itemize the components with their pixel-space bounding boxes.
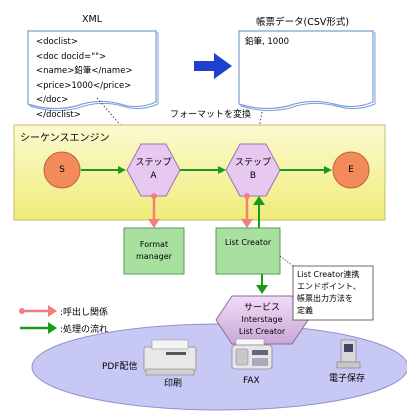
format-manager-label: Format manager bbox=[124, 228, 184, 274]
step-b-line: ステップ bbox=[234, 158, 271, 168]
flow-listcreator-to-service bbox=[256, 274, 268, 294]
step-b-letter: B bbox=[249, 171, 257, 181]
convert-label: フォーマットを変換 bbox=[170, 110, 252, 120]
step-a-label: ステップ A bbox=[127, 148, 180, 192]
legend-flow-label: :処理の流れ bbox=[60, 325, 109, 335]
service-line: Interstage bbox=[241, 315, 283, 324]
xml-line: <doclist> bbox=[36, 37, 78, 47]
format-manager-line: Format bbox=[139, 240, 169, 249]
call-arrow-stepb-listcreator bbox=[241, 193, 253, 228]
service-hexagon bbox=[215, 295, 309, 345]
xml-line: <name>鉛筆</name> bbox=[36, 66, 133, 76]
xml-line: </doc> bbox=[36, 95, 69, 105]
callout-line: 定義 bbox=[297, 306, 313, 315]
archive-label: 電子保存 bbox=[329, 374, 366, 384]
service-title: サービス bbox=[243, 303, 280, 313]
csv-title: 帳票データ(CSV形式) bbox=[256, 17, 350, 28]
step-a-letter: A bbox=[150, 171, 157, 181]
step-a-hexagon bbox=[126, 143, 181, 197]
step-b-label: ステップ B bbox=[226, 148, 280, 192]
callout-leader bbox=[279, 255, 294, 267]
csv-content: 鉛筆, 1000 bbox=[245, 37, 290, 47]
computer-icon bbox=[336, 339, 361, 369]
pdf-delivery-label: PDF配信 bbox=[102, 362, 138, 372]
service-label: サービス Interstage List Creator bbox=[216, 298, 308, 342]
xml-content: <doclist> <doc docid=""> <name>鉛筆</name>… bbox=[36, 35, 133, 122]
end-label: E bbox=[348, 165, 354, 175]
xml-document bbox=[27, 30, 159, 112]
fax-icon bbox=[231, 338, 273, 370]
legend-call-arrow bbox=[19, 305, 57, 317]
xml-title: XML bbox=[82, 14, 102, 25]
callout-text: List Creator連携 エンドポイント、 帳票出力方法を 定義 bbox=[297, 269, 361, 317]
sequence-engine-title: シーケンスエンジン bbox=[20, 133, 110, 144]
print-label: 印刷 bbox=[164, 379, 183, 389]
callout-line: 帳票出力方法を bbox=[297, 294, 353, 303]
service-line: List Creator bbox=[238, 327, 286, 336]
callout-line: エンドポイント、 bbox=[297, 282, 361, 291]
legend-call-label: :呼出し関係 bbox=[60, 308, 109, 318]
xml-line: </doclist> bbox=[36, 109, 81, 120]
xml-line: <doc docid=""> bbox=[36, 51, 107, 62]
end-node bbox=[332, 151, 370, 189]
start-node bbox=[43, 151, 81, 189]
list-creator-label: List Creator bbox=[224, 237, 272, 247]
step-b-hexagon bbox=[225, 143, 281, 197]
printer-icon bbox=[143, 339, 197, 376]
callout-box bbox=[292, 265, 374, 321]
csv-document bbox=[238, 30, 376, 112]
step-a-line: ステップ bbox=[135, 158, 172, 168]
convert-arrow bbox=[194, 53, 232, 79]
format-manager-box bbox=[123, 227, 185, 275]
format-manager-line: manager bbox=[136, 252, 172, 261]
legend-flow-arrow bbox=[20, 322, 57, 334]
call-arrow-stepa-format bbox=[148, 193, 160, 228]
flow-listcreator-to-stepb bbox=[253, 196, 265, 228]
list-creator-box bbox=[215, 227, 281, 275]
callout-line: List Creator連携 bbox=[297, 270, 360, 279]
xml-line: <price>1000</price> bbox=[36, 80, 132, 91]
fax-label: FAX bbox=[243, 376, 260, 386]
start-label: S bbox=[59, 165, 65, 175]
